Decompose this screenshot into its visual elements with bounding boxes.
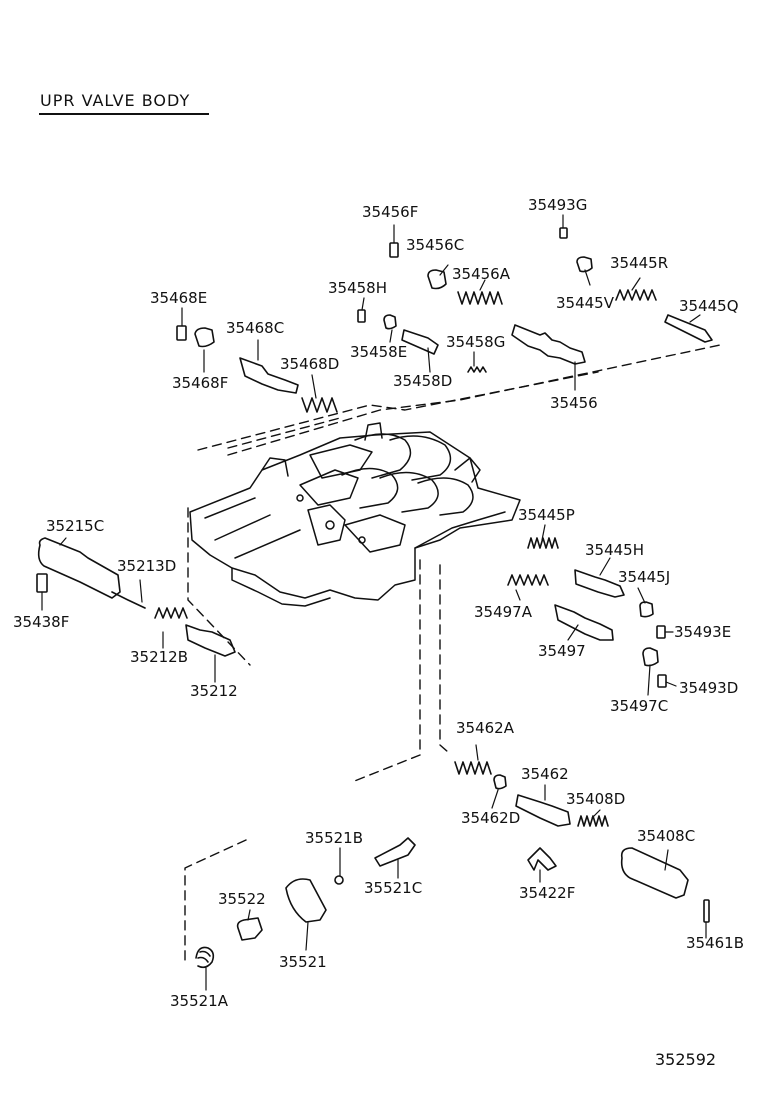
part-label: 35521A [170, 992, 228, 1010]
part-label: 35468F [172, 374, 229, 392]
part-label: 35422F [519, 884, 576, 902]
part-label: 35497A [474, 603, 532, 621]
part-label: 35215C [46, 517, 105, 535]
part-label: 35468E [150, 289, 208, 307]
assembly-lines [184, 344, 721, 961]
lower-left-parts [195, 837, 416, 969]
part-label: 35493D [679, 679, 739, 697]
part-label: 35445Q [679, 297, 739, 315]
part-label: 35521B [305, 829, 364, 847]
part-label: 35438F [13, 613, 70, 631]
diagram-title: UPR VALVE BODY [40, 91, 191, 110]
top-parts [176, 227, 713, 413]
figure-number: 352592 [655, 1050, 717, 1069]
part-label: 35458H [328, 279, 387, 297]
upper-valve-body [189, 422, 521, 607]
part-label: 35462D [461, 809, 521, 827]
part-label: 35468C [226, 319, 285, 337]
part-label: 35497 [538, 642, 586, 660]
leader-lines [41, 214, 707, 991]
part-label: 35456A [452, 265, 510, 283]
part-label: 35445V [556, 294, 614, 312]
part-label: 35456C [406, 236, 465, 254]
lower-right-parts [454, 761, 710, 923]
part-label: 35445H [585, 541, 644, 559]
part-label: 35456 [550, 394, 598, 412]
part-label: 35445R [610, 254, 669, 272]
part-label: 35458G [446, 333, 506, 351]
title-underline [39, 113, 209, 115]
part-label: 35493E [674, 623, 732, 641]
part-label: 35456F [362, 203, 419, 221]
part-label: 35212B [130, 648, 189, 666]
part-label: 35458D [393, 372, 453, 390]
part-label: 35497C [610, 697, 669, 715]
part-label: 35445P [518, 506, 575, 524]
part-label: 35408D [566, 790, 626, 808]
left-parts [36, 537, 236, 657]
part-label: 35408C [637, 827, 696, 845]
part-label: 35212 [190, 682, 238, 700]
part-label: 35521 [279, 953, 327, 971]
right-middle-parts [507, 537, 667, 688]
part-label: 35493G [528, 196, 588, 214]
part-label: 35461B [686, 934, 745, 952]
part-label: 35445J [618, 568, 671, 586]
part-label: 35462 [521, 765, 569, 783]
part-label: 35468D [280, 355, 340, 373]
part-label: 35521C [364, 879, 423, 897]
part-label: 35213D [117, 557, 177, 575]
part-label: 35522 [218, 890, 266, 908]
part-label: 35458E [350, 343, 408, 361]
part-label: 35462A [456, 719, 514, 737]
